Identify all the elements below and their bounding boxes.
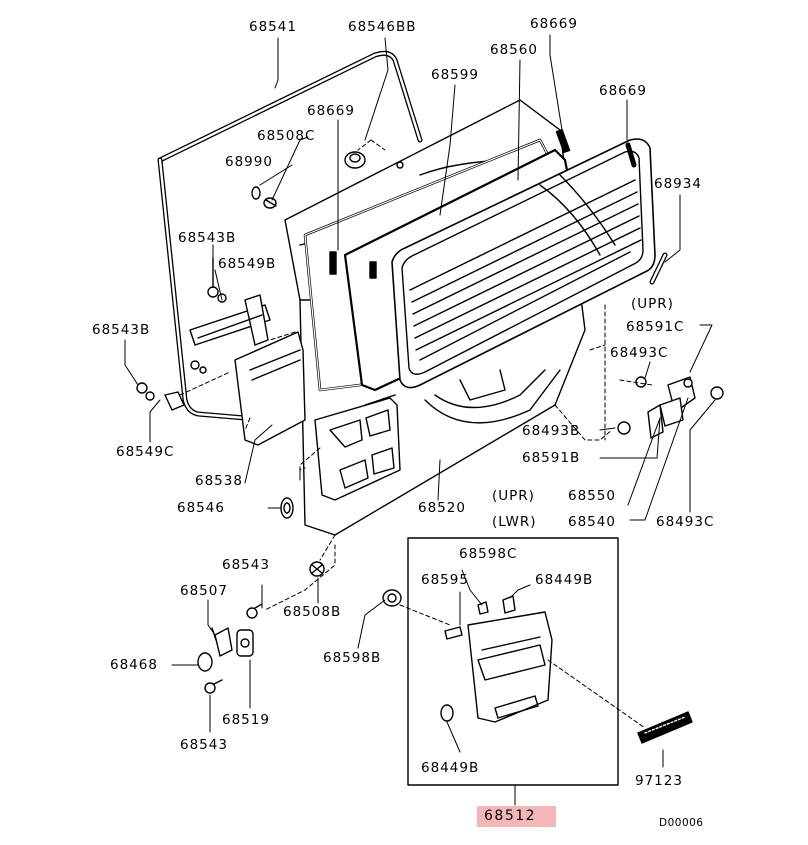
part-68546BB — [344, 151, 366, 169]
label-upr-bottom: (UPR) — [492, 488, 535, 504]
label-97123: 97123 — [635, 773, 683, 789]
label-68591B: 68591B — [522, 450, 581, 466]
stopper-68669-left — [329, 251, 337, 275]
label-68543-bottom: 68543 — [180, 737, 228, 753]
rear-glass — [391, 138, 656, 389]
part-68990 — [251, 186, 261, 200]
weatherstrip-68541 — [157, 50, 423, 421]
label-68543B-left: 68543B — [92, 322, 151, 338]
latch-68507 — [211, 627, 233, 657]
label-68541: 68541 — [249, 19, 297, 35]
label-68468: 68468 — [110, 657, 158, 673]
label-lwr: (LWR) — [492, 514, 537, 530]
part-68468 — [197, 652, 213, 672]
part-68591B — [647, 404, 664, 439]
label-68549C: 68549C — [116, 444, 175, 460]
label-68669-right: 68669 — [599, 83, 647, 99]
label-68520: 68520 — [418, 500, 466, 516]
part-68519 — [236, 629, 254, 657]
dashed-leaders — [179, 139, 653, 729]
grommet-68546 — [280, 497, 294, 519]
trim-68538 — [234, 331, 306, 446]
label-68669-top: 68669 — [530, 16, 578, 32]
emblem-97123 — [637, 711, 693, 744]
label-68595: 68595 — [421, 572, 469, 588]
hinge-68549C — [136, 382, 185, 411]
label-68546: 68546 — [177, 500, 225, 516]
bolt-68543-upper — [246, 603, 263, 619]
label-68546BB: 68546BB — [348, 19, 417, 35]
label-68508C: 68508C — [257, 128, 316, 144]
label-68598C: 68598C — [459, 546, 518, 562]
hinge-68550 — [617, 376, 724, 435]
hinge-68549B — [189, 257, 271, 374]
leader-lines — [124, 34, 716, 806]
label-68550: 68550 — [568, 488, 616, 504]
label-68591C: 68591C — [626, 319, 685, 335]
label-68599: 68599 — [431, 67, 479, 83]
stopper-68669-top — [555, 128, 571, 154]
highlight-box — [477, 806, 556, 827]
label-upr-right: (UPR) — [631, 296, 674, 312]
label-68507: 68507 — [180, 583, 228, 599]
label-68598B: 68598B — [323, 650, 382, 666]
label-68493C-bottom: 68493C — [656, 514, 715, 530]
diagram-code: D00006 — [659, 817, 704, 829]
label-68538: 68538 — [195, 473, 243, 489]
label-68669-mid: 68669 — [307, 103, 355, 119]
label-68449B-top: 68449B — [535, 572, 594, 588]
bolt-68543-lower — [204, 679, 223, 694]
label-68493C-top: 68493C — [610, 345, 669, 361]
label-68543B-top: 68543B — [178, 230, 237, 246]
label-68934: 68934 — [654, 176, 702, 192]
stopper-68669-right — [625, 142, 637, 168]
label-68512-highlighted[interactable]: 68512 — [484, 808, 537, 824]
garnish-assembly-box — [407, 537, 619, 786]
part-68508B — [309, 561, 325, 577]
label-68549B: 68549B — [218, 256, 277, 272]
label-68449B-bottom: 68449B — [421, 760, 480, 776]
part-68508C — [263, 197, 277, 209]
label-68519: 68519 — [222, 712, 270, 728]
label-68560: 68560 — [490, 42, 538, 58]
label-68540: 68540 — [568, 514, 616, 530]
part-68598B — [382, 589, 402, 607]
label-68493B: 68493B — [522, 423, 581, 439]
label-68508B: 68508B — [283, 604, 342, 620]
stopper-68669-mid — [369, 261, 377, 279]
label-68990: 68990 — [225, 154, 273, 170]
label-68543-top: 68543 — [222, 557, 270, 573]
